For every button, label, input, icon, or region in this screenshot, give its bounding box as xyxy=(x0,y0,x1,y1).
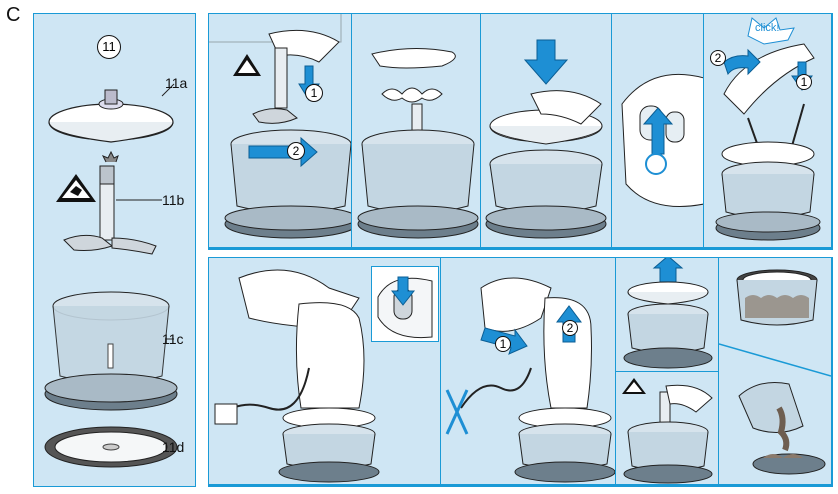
blade-illustration xyxy=(64,152,162,254)
step-number-2: 2 xyxy=(287,142,305,160)
speed-button-inset xyxy=(371,266,439,342)
step-detach-motor: 1 2 xyxy=(441,258,616,485)
step-number-2: 2 xyxy=(562,320,578,336)
step-motor-detail xyxy=(612,14,704,248)
label-base: 11d xyxy=(162,439,184,455)
step-remove-lid xyxy=(616,258,719,372)
step-number-2: 2 xyxy=(710,50,726,66)
label-lid: 11a xyxy=(165,75,187,91)
step-insert-blade: 1 2 xyxy=(209,14,352,248)
parts-panel: 11 xyxy=(33,13,196,487)
step-number-1: 1 xyxy=(796,74,812,90)
section-letter: C xyxy=(6,4,20,27)
step-place-lid xyxy=(481,14,612,248)
step-attach-motor: click! 2 1 xyxy=(704,14,831,248)
step-remove-blade xyxy=(616,372,719,485)
step-number-1: 1 xyxy=(305,84,323,102)
step-empty-bowl xyxy=(719,258,831,485)
step-operate xyxy=(209,258,441,485)
label-blade: 11b xyxy=(162,192,184,208)
step-number-1: 1 xyxy=(495,336,511,352)
bowl-illustration xyxy=(45,292,177,410)
base-illustration xyxy=(45,427,177,467)
bottom-steps-panel: 1 2 xyxy=(208,257,833,487)
step-add-food xyxy=(352,14,481,248)
warning-sharp-blade-icon xyxy=(56,174,96,202)
label-bowl: 11c xyxy=(162,331,184,347)
click-label: click! xyxy=(755,22,779,34)
top-steps-panel: 1 2 xyxy=(208,13,833,250)
